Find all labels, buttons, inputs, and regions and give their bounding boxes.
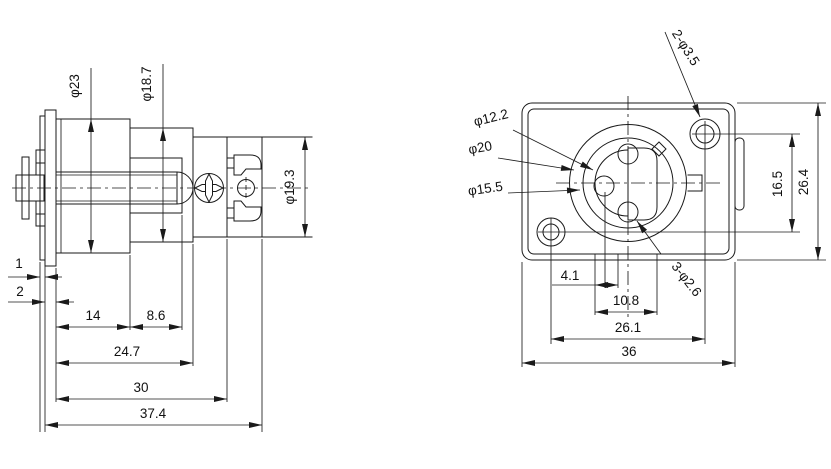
side-view-dimensions: φ23 φ18.7 φ19.3 1 2 14 bbox=[8, 64, 308, 432]
pin-hole-bottom bbox=[617, 201, 639, 223]
dim-dia-barrel: φ18.7 bbox=[139, 66, 154, 101]
side-tab bbox=[734, 137, 745, 211]
spring-clips bbox=[226, 154, 262, 222]
body bbox=[55, 118, 131, 254]
recess-circle bbox=[569, 124, 687, 242]
dim-dia-body: φ23 bbox=[67, 74, 82, 98]
dim-hole-spacing-h: 26.1 bbox=[615, 320, 641, 335]
dim-slot-width: 10.8 bbox=[613, 293, 639, 308]
dim-flange: 2 bbox=[16, 284, 24, 299]
key-slot bbox=[627, 147, 658, 221]
leader-dia-inner bbox=[512, 129, 594, 171]
dim-to-barrel-end: 24.7 bbox=[114, 344, 140, 359]
dim-dia-clip: φ19.3 bbox=[282, 169, 297, 204]
label-dia-inner: φ12.2 bbox=[472, 106, 510, 129]
rotor-notch bbox=[651, 141, 667, 157]
barrel-cavity bbox=[129, 157, 183, 214]
label-pin-holes: 3-φ2.6 bbox=[668, 259, 704, 299]
shaft bbox=[55, 171, 178, 205]
dim-overall-len: 37.4 bbox=[140, 406, 167, 421]
leader-pin-holes bbox=[636, 220, 662, 255]
label-mount-holes: 2-φ3.5 bbox=[669, 27, 703, 68]
leader-dia-rotor bbox=[507, 187, 581, 194]
recess-keyway bbox=[687, 174, 703, 192]
front-view: 2-φ3.5 φ12.2 φ20 φ15.5 3-φ2.6 bbox=[467, 27, 826, 367]
side-view: φ23 φ18.7 φ19.3 1 2 14 bbox=[8, 64, 313, 432]
pin-hole-top bbox=[617, 143, 639, 165]
stem-disc bbox=[21, 156, 30, 220]
dim-to-housing: 30 bbox=[133, 380, 148, 395]
leader-dia-recess bbox=[497, 157, 575, 171]
barrel bbox=[129, 127, 194, 243]
dim-lip: 1 bbox=[15, 256, 23, 271]
leader-mount-holes bbox=[664, 31, 701, 118]
pin-hole-left bbox=[593, 175, 615, 197]
dim-body-len: 14 bbox=[85, 308, 101, 323]
stem bbox=[15, 174, 45, 202]
label-dia-recess: φ20 bbox=[467, 138, 493, 157]
mount-plate-inner bbox=[527, 108, 730, 255]
inner-circle-arc bbox=[594, 149, 629, 217]
side-view-part-outline bbox=[12, 109, 313, 267]
front-view-dimensions: 2-φ3.5 φ12.2 φ20 φ15.5 3-φ2.6 bbox=[467, 27, 826, 367]
dim-pin-offset: 4.1 bbox=[561, 268, 580, 283]
dim-plate-width: 36 bbox=[621, 344, 636, 359]
label-dia-rotor: φ15.5 bbox=[467, 179, 504, 199]
rotor-circle bbox=[582, 137, 674, 229]
dim-cavity-len: 8.6 bbox=[147, 308, 166, 323]
dim-hole-spacing-v: 16.5 bbox=[770, 171, 785, 197]
dim-plate-height: 26.4 bbox=[796, 168, 811, 195]
